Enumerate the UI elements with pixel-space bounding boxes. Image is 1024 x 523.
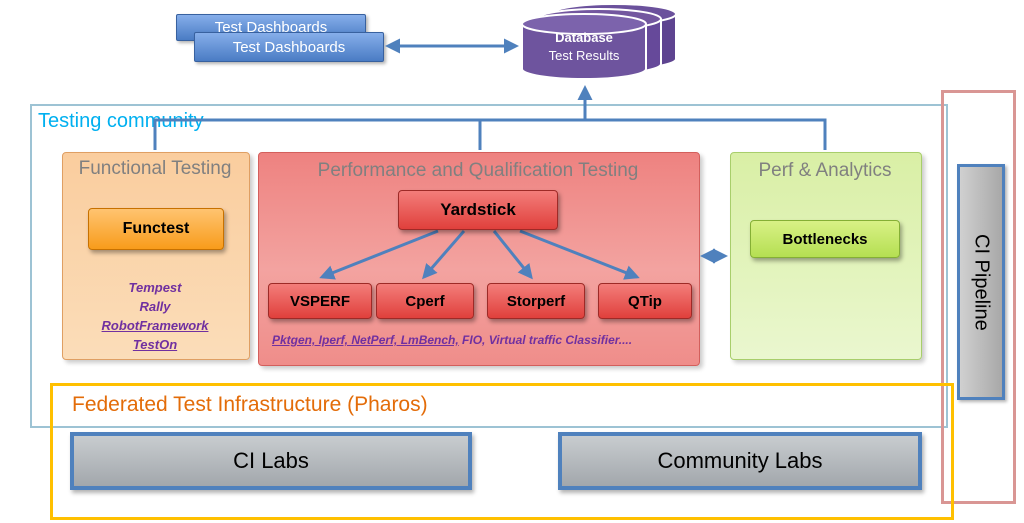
test-dashboards-label: Test Dashboards: [232, 38, 346, 56]
functional-testing-title: Functional Testing: [78, 158, 232, 179]
testing-community-box: [30, 104, 948, 428]
community-labs-label: Community Labs: [657, 448, 823, 473]
cperf-button: Cperf: [376, 283, 474, 319]
database-icon: [521, 3, 677, 80]
ci-pipeline-frame: [941, 90, 1016, 504]
database-title: Database: [555, 30, 613, 45]
yardstick-button: Yardstick: [398, 190, 558, 230]
federated-infrastructure-title: Federated Test Infrastructure (Pharos): [72, 393, 428, 416]
qtip-label: QTip: [628, 292, 662, 310]
tool-tempest: Tempest: [128, 280, 182, 295]
test-dashboards-card: Test Dashboards: [194, 32, 384, 62]
ci-labs-label: CI Labs: [233, 448, 309, 473]
ci-labs-button: CI Labs: [70, 432, 472, 490]
cperf-label: Cperf: [405, 292, 445, 310]
storperf-label: Storperf: [506, 292, 566, 310]
vsperf-button: VSPERF: [268, 283, 372, 319]
performance-testing-title: Performance and Qualification Testing: [317, 160, 639, 181]
tool-robotframework: RobotFramework: [101, 318, 209, 333]
database-cylinders: Database Test Results: [521, 3, 682, 84]
tool-rally: Rally: [139, 299, 171, 314]
functional-tools-list: Tempest Rally RobotFramework TestOn: [62, 278, 248, 354]
ci-pipeline-bar: CI Pipeline: [957, 164, 1005, 400]
test-dashboards-back-label: Test Dashboards: [214, 19, 328, 36]
storperf-button: Storperf: [487, 283, 585, 319]
federated-infrastructure-box: [50, 383, 954, 520]
community-labs-button: Community Labs: [558, 432, 922, 490]
functest-button: Functest: [88, 208, 224, 250]
performance-tools-note: Pktgen, Iperf, NetPerf, LmBench, FIO, Vi…: [272, 333, 692, 347]
bottlenecks-label: Bottlenecks: [782, 230, 868, 248]
functest-label: Functest: [122, 220, 190, 237]
testing-community-label: Testing community: [38, 110, 204, 132]
functional-testing-box: [62, 152, 250, 360]
bottlenecks-button: Bottlenecks: [750, 220, 900, 258]
performance-tools-rest: FIO, Virtual traffic Classifier....: [458, 333, 633, 347]
performance-tools-underlined: Pktgen, Iperf, NetPerf, LmBench,: [272, 333, 459, 347]
ci-pipeline-label: CI Pipeline: [970, 233, 993, 331]
qtip-button: QTip: [598, 283, 692, 319]
database-subtitle: Test Results: [548, 48, 620, 63]
perf-analytics-title: Perf & Analytics: [758, 160, 892, 181]
vsperf-label: VSPERF: [289, 292, 350, 310]
tool-teston: TestOn: [132, 337, 178, 352]
yardstick-label: Yardstick: [440, 200, 516, 219]
